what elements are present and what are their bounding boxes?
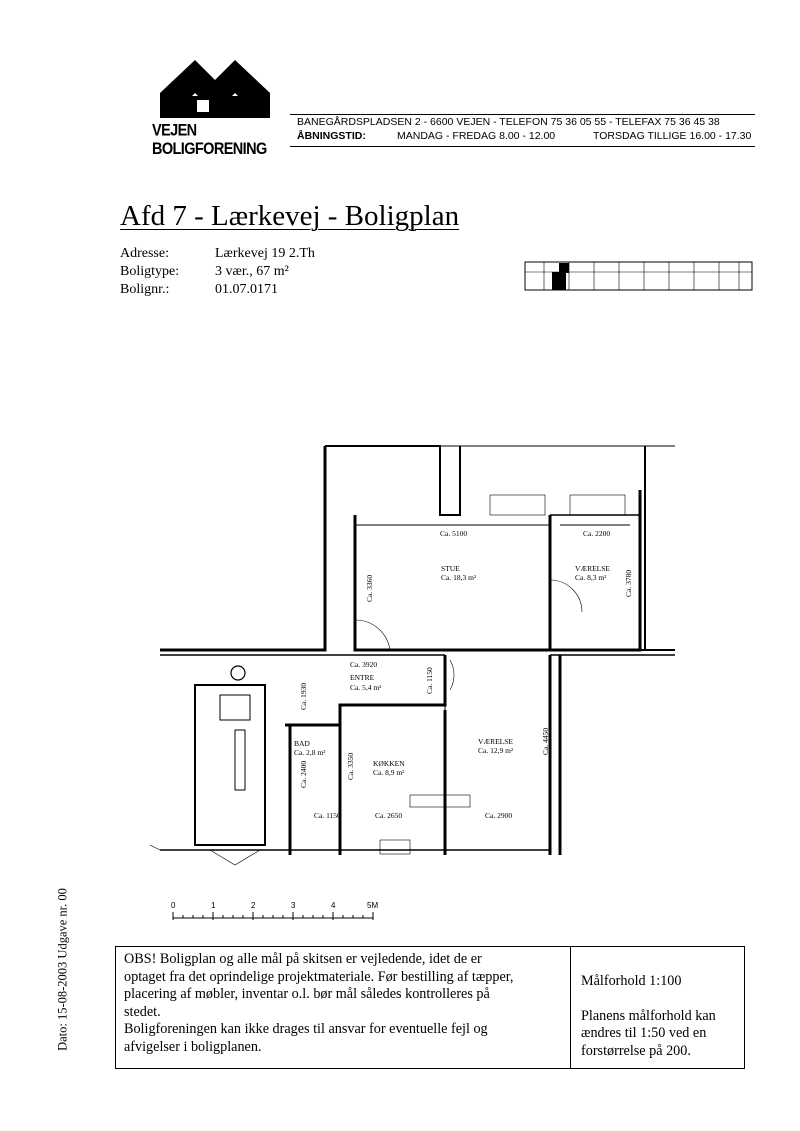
info-label: Adresse: [120, 246, 169, 261]
header-hours-weekdays: MANDAG - FREDAG 8.00 - 12.00 [397, 130, 556, 142]
dimension-label: Ca. 1150 [314, 811, 341, 820]
dimension-label: Ca. 2900 [485, 811, 512, 820]
dimension-label: Ca. 3360 [365, 575, 374, 602]
disclaimer-line: optaget fra det oprindelige projektmater… [124, 968, 514, 985]
scale-info: Målforhold 1:100 Planens målforhold kan … [571, 947, 744, 1068]
dimension-label: Ca. 5100 [440, 529, 467, 538]
header-hours-thursday: TORSDAG TILLIGE 16.00 - 17.30 [593, 130, 752, 142]
date-edition-stamp: Dato: 15-08-2003 Udgave nr. 00 [55, 888, 70, 1051]
scale-tick-label: 4 [331, 901, 336, 910]
scale-tick-label: 5M [367, 901, 378, 910]
scale-bar: 0 1 2 3 4 5M [171, 901, 378, 920]
dimension-label: Ca. 2650 [375, 811, 402, 820]
logo-house-icon [160, 60, 270, 118]
scale-tick-label: 0 [171, 901, 176, 910]
page-title: Afd 7 - Lærkevej - Boligplan [120, 200, 460, 232]
disclaimer-box: OBS! Boligplan og alle mål på skitsen er… [115, 946, 745, 1069]
room-name-entre: ENTRE [350, 673, 375, 682]
room-area-koekken: Ca. 8,9 m² [373, 768, 405, 777]
scale-ratio: Målforhold 1:100 [581, 973, 682, 989]
dimension-label: Ca. 4450 [541, 728, 550, 755]
scale-tick-label: 1 [211, 901, 216, 910]
disclaimer-text: OBS! Boligplan og alle mål på skitsen er… [116, 947, 571, 1068]
header-rule-bottom [290, 146, 755, 147]
disclaimer-line: Boligforeningen kan ikke drages til ansv… [124, 1021, 488, 1038]
logo-text: VEJEN BOLIGFORENING [152, 121, 267, 159]
info-label: Bolignr.: [120, 282, 170, 297]
dimension-label: Ca. 1930 [299, 683, 308, 710]
info-value: 3 vær., 67 m² [215, 264, 289, 279]
info-value: 01.07.0171 [215, 282, 278, 297]
room-area-vaerelse: Ca. 8,3 m² [575, 573, 607, 582]
header-rule-top [290, 114, 755, 115]
dimension-label: Ca. 2200 [583, 529, 610, 538]
room-area-bad: Ca. 2,8 m² [294, 748, 326, 757]
dimension-label: Ca. 3920 [350, 660, 377, 669]
scale-note-line: Planens målforhold kan [581, 1007, 716, 1024]
disclaimer-line: OBS! Boligplan og alle mål på skitsen er… [124, 951, 482, 967]
header-hours-label: ÅBNINGSTID: [297, 130, 366, 142]
info-value: Lærkevej 19 2.Th [215, 246, 315, 261]
room-name-vaerelse: VÆRELSE [575, 564, 610, 573]
dimension-label: Ca. 3780 [624, 570, 633, 597]
room-name-vaerelse-2: VÆRELSE [478, 737, 513, 746]
floor-plan: STUE Ca. 18,3 m² VÆRELSE Ca. 8,3 m² ENTR… [150, 445, 675, 866]
disclaimer-line: placering af møbler, inventar o.l. bør m… [124, 986, 490, 1003]
scale-note-line: ændres til 1:50 ved en [581, 1025, 707, 1042]
room-area-entre: Ca. 5,4 m² [350, 683, 382, 692]
room-area-vaerelse-2: Ca. 12,9 m² [478, 746, 514, 755]
room-name-koekken: KØKKEN [373, 759, 405, 768]
disclaimer-line: afvigelser i boligplanen. [124, 1038, 262, 1055]
room-area-stue: Ca. 18,3 m² [441, 573, 477, 582]
room-name-stue: STUE [441, 564, 460, 573]
building-location-thumbnail [524, 261, 753, 291]
disclaimer-line: stedet. [124, 1003, 161, 1020]
scale-tick-label: 3 [291, 901, 296, 910]
dimension-label: Ca. 2400 [299, 761, 308, 788]
dimension-label: Ca. 3350 [346, 753, 355, 780]
header-address: BANEGÅRDSPLADSEN 2 - 6600 VEJEN - TELEFO… [297, 116, 720, 128]
scale-note-line: forstørrelse på 200. [581, 1042, 691, 1059]
room-name-bad: BAD [294, 739, 310, 748]
dimension-label: Ca. 1150 [425, 667, 434, 694]
info-label: Boligtype: [120, 264, 180, 279]
scale-tick-label: 2 [251, 901, 256, 910]
